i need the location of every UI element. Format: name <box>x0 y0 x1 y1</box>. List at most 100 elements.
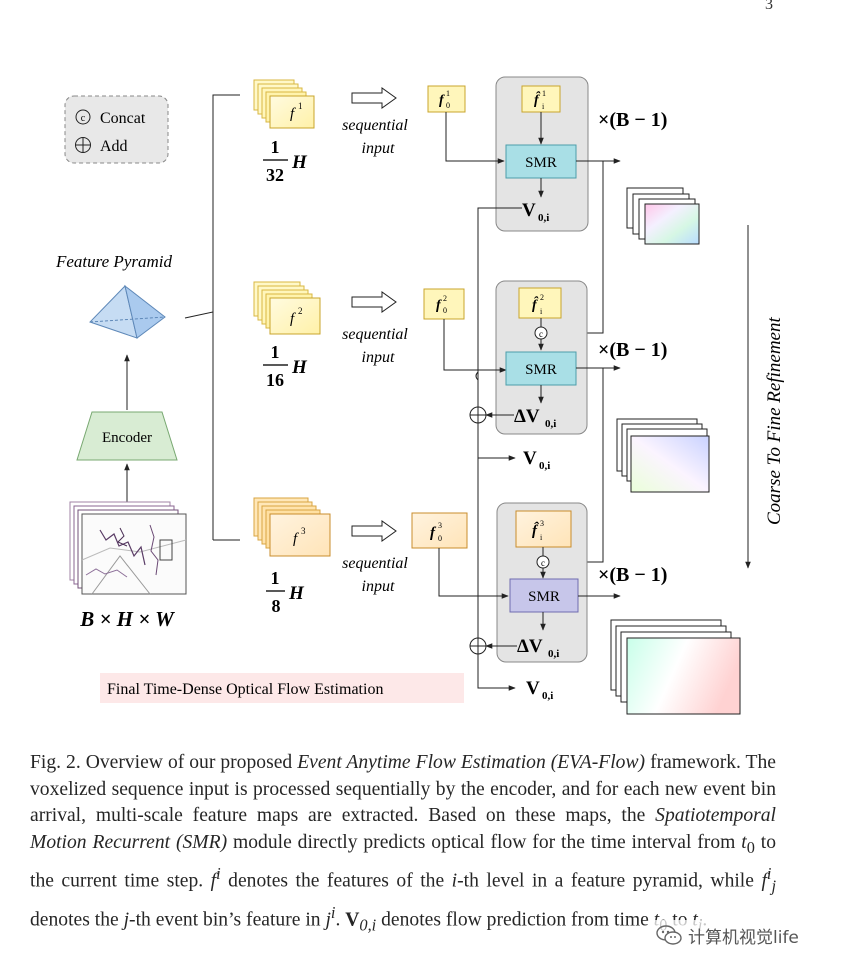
scale-variable-2: H <box>291 357 308 378</box>
repeat-label-1: ×(B − 1) <box>598 109 667 131</box>
flow-output-sub-1: 0,i <box>538 212 549 224</box>
concat-node-symbol-2: c <box>539 329 543 339</box>
feature-pyramid-label: Feature Pyramid <box>55 252 172 271</box>
concat-icon <box>75 109 91 125</box>
scale-denominator-1: 32 <box>266 165 284 185</box>
flow-output-1: V <box>522 200 536 221</box>
legend-concat-label: Concat <box>100 110 146 127</box>
init-feature-box-3 <box>411 512 468 549</box>
smr-label-1: SMR <box>525 155 557 171</box>
flow-output-sub-3: 0,i <box>542 690 553 702</box>
input-label-1: input <box>362 140 395 157</box>
encoder-block <box>76 411 178 461</box>
bin-sub-1: i <box>542 102 545 111</box>
init-sub-2: 0 <box>443 306 447 315</box>
bin-feature-box-3 <box>515 510 572 548</box>
scale-denominator-2: 16 <box>266 370 284 390</box>
event-input-image <box>69 501 187 595</box>
flow-output-3: V <box>526 678 540 699</box>
bin-sup-1: 1 <box>542 89 546 98</box>
bin-feature-box-2 <box>518 287 562 319</box>
feature-symbol-3: f <box>293 531 299 547</box>
sequential-label-2: sequential <box>342 326 408 343</box>
scale-variable-3: H <box>288 583 305 604</box>
flow-output-2: V <box>523 448 537 469</box>
flow-output-sub-2: 0,i <box>539 460 550 472</box>
delta-flow-sub-2: 0,i <box>545 418 556 430</box>
feature-map-level-3 <box>253 497 331 557</box>
wechat-icon <box>656 925 682 945</box>
bin-sub-3: i <box>540 533 543 542</box>
smr-label-3: SMR <box>528 589 560 605</box>
delta-flow-3: ΔV <box>517 636 543 657</box>
feature-sup-2: 2 <box>298 306 303 316</box>
smr-label-2: SMR <box>525 362 557 378</box>
feature-map-level-2 <box>253 281 321 335</box>
init-sub-3: 0 <box>438 534 442 543</box>
scale-denominator-3: 8 <box>272 596 281 616</box>
level-1: f 1 1 32 H sequential input f 0 1 f̂ i 1… <box>253 76 667 232</box>
encoder-label: Encoder <box>102 430 152 446</box>
init-feature-2: f <box>436 298 442 313</box>
input-label-3: input <box>362 578 395 595</box>
legend-add-label: Add <box>100 138 128 155</box>
init-feature-1: f <box>439 93 445 108</box>
bin-feature-box-1 <box>521 85 561 113</box>
bin-feature-3: f̂ <box>532 521 539 539</box>
pyramid-bracket <box>184 94 240 541</box>
add-icon <box>75 137 91 153</box>
init-feature-box-1 <box>427 85 466 113</box>
delta-flow-2: ΔV <box>514 406 540 427</box>
scale-numerator-1: 1 <box>271 137 280 157</box>
init-sub-1: 0 <box>446 101 450 110</box>
add-node-3 <box>469 637 487 655</box>
smr-block-2 <box>505 351 577 386</box>
sequential-arrow-3 <box>351 520 397 542</box>
concat-node-symbol-3: c <box>541 558 545 568</box>
init-feature-box-2 <box>423 288 465 320</box>
bin-feature-1: f̂ <box>534 90 541 108</box>
legend: c Concat Add <box>64 95 169 164</box>
level-3: f 3 1 8 H sequential input f 0 3 f̂ i 3 … <box>253 497 667 702</box>
concat-symbol: c <box>81 113 86 124</box>
flow-stack-1 <box>626 187 700 245</box>
add-node-2 <box>469 406 487 424</box>
sequential-label-1: sequential <box>342 117 408 134</box>
feature-sup-1: 1 <box>298 101 303 111</box>
scale-variable-1: H <box>291 152 308 173</box>
init-feature-3: f <box>430 525 437 541</box>
bin-feature-2: f̂ <box>532 295 539 313</box>
pyramid-icon <box>89 284 166 339</box>
init-sup-3: 3 <box>438 521 442 530</box>
final-label-box <box>100 673 464 703</box>
init-sup-1: 1 <box>446 89 450 98</box>
final-estimation-label: Final Time-Dense Optical Flow Estimation <box>107 681 383 698</box>
input-dimensions-label: B × H × W <box>79 607 175 631</box>
architecture-diagram: c Concat Add Feature Pyramid Encoder B ×… <box>55 76 785 715</box>
flow-stack-3 <box>610 619 741 715</box>
scale-numerator-3: 1 <box>271 568 280 588</box>
scale-numerator-2: 1 <box>271 342 280 362</box>
sequential-arrow-2 <box>351 291 397 313</box>
flow-stack-2 <box>616 418 710 493</box>
bin-sup-2: 2 <box>540 293 544 302</box>
sequential-label-3: sequential <box>342 555 408 572</box>
delta-flow-sub-3: 0,i <box>548 648 559 660</box>
page-number: 3 <box>765 0 773 13</box>
repeat-label-2: ×(B − 1) <box>598 339 667 361</box>
repeat-label-3: ×(B − 1) <box>598 564 667 586</box>
refinement-label: Coarse To Fine Refinement <box>764 317 785 525</box>
input-label-2: input <box>362 349 395 366</box>
feature-sup-3: 3 <box>301 526 306 536</box>
feature-symbol-2: f <box>290 311 296 327</box>
watermark: 计算机视觉life <box>652 920 803 950</box>
feature-symbol-1: f <box>290 106 296 122</box>
init-sup-2: 2 <box>443 294 447 303</box>
feature-map-level-1 <box>253 79 315 129</box>
watermark-text: 计算机视觉life <box>688 927 799 948</box>
bin-sup-3: 3 <box>540 519 544 528</box>
bin-sub-2: i <box>540 307 543 316</box>
level-2: f 2 1 16 H sequential input f 0 2 f̂ i 2… <box>253 280 667 472</box>
sequential-arrow-1 <box>351 87 397 109</box>
figure-caption: Fig. 2. Overview of our proposed Event A… <box>30 752 777 935</box>
